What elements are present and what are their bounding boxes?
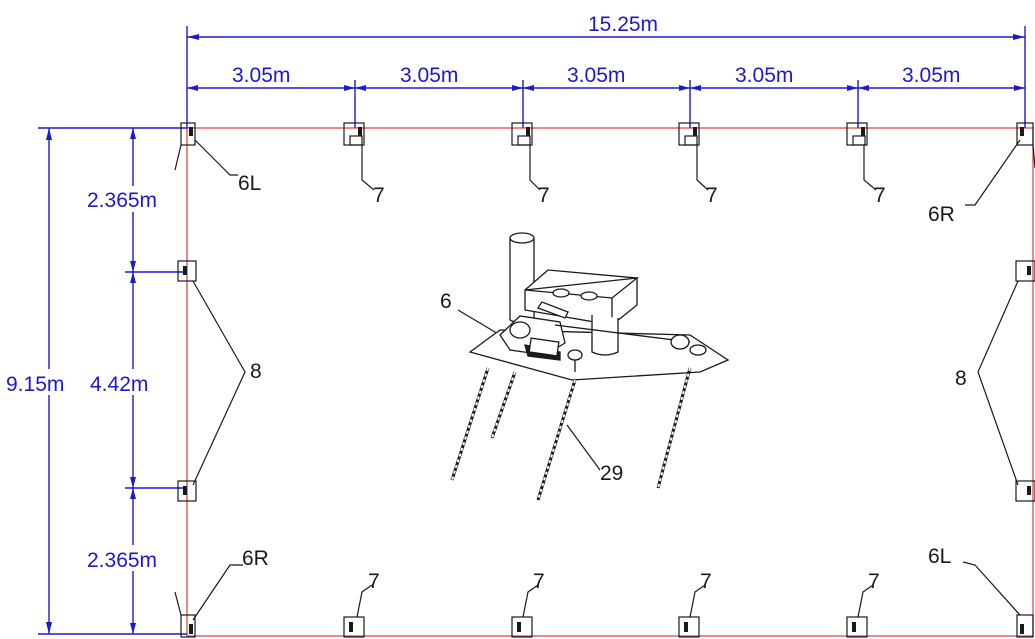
segment-width-label-2: 3.05m (400, 64, 458, 87)
segment-width-label-3: 3.05m (567, 64, 625, 87)
anchor-corner-bottom-left (174, 591, 196, 638)
anchor-bottom-3 (678, 616, 700, 638)
side-segment-label-top: 2.365m (87, 189, 157, 212)
total-height-label: 9.15m (6, 373, 64, 396)
shackle-2 (670, 334, 690, 350)
top-anchors (174, 122, 1035, 171)
total-width-label: 15.25m (588, 13, 658, 36)
callout-top-right: 6R (928, 203, 955, 226)
anchor-bottom-4 (846, 616, 868, 638)
field-outline (186, 127, 1034, 637)
segment-width-label-1: 3.05m (232, 64, 290, 87)
callout-ground-screw: 29 (600, 462, 623, 485)
callouts: 6L 7 7 7 7 6R 8 8 6R 7 7 7 7 6L (192, 139, 1021, 621)
callout-bottom-anchor-3: 7 (700, 570, 712, 593)
segment-width-label-5: 3.05m (902, 64, 960, 87)
anchor-top-1 (343, 122, 365, 146)
anchor-corner-top-right (1016, 122, 1035, 169)
bottom-anchors (174, 591, 1034, 638)
shackle-1 (567, 349, 583, 361)
callout-bottom-anchor-1: 7 (368, 570, 380, 593)
segment-width-label-4: 3.05m (735, 64, 793, 87)
side-segment-label-middle: 4.42m (90, 373, 148, 396)
ratchet (499, 301, 569, 361)
callout-bottom-left: 6R (242, 547, 269, 570)
anchor-assembly-illustration (450, 232, 730, 501)
beam-hole-1 (552, 288, 570, 298)
side-anchors (177, 260, 1035, 502)
side-segment-label-bottom: 2.365m (87, 549, 157, 572)
anchor-left-lower (177, 480, 197, 502)
top-dimensions: 15.25m 3.05m 3.05m 3.05m 3.05m 3.05m (186, 13, 1026, 128)
anchor-right-upper (1015, 260, 1035, 282)
anchor-top-2 (511, 122, 533, 146)
ground-screws (450, 367, 692, 501)
shackle-3 (689, 344, 707, 356)
anchor-left-upper (177, 260, 197, 282)
callout-ratchet: 6 (440, 290, 452, 313)
anchor-top-3 (678, 122, 700, 146)
callout-left-side: 8 (250, 360, 262, 383)
side-dimensions: 2.365m 9.15m 4.42m 2.365m (2, 127, 187, 635)
anchor-corner-bottom-right (1016, 614, 1034, 638)
callout-top-anchor-2: 7 (538, 184, 550, 207)
anchor-corner-top-left (174, 122, 196, 171)
callout-right-side: 8 (955, 367, 967, 390)
callout-top-left: 6L (238, 172, 261, 195)
callout-bottom-anchor-4: 7 (868, 570, 880, 593)
post-cap (509, 232, 535, 244)
anchor-bottom-1 (343, 616, 365, 638)
callout-top-anchor-4: 7 (874, 184, 886, 207)
callout-top-anchor-1: 7 (373, 184, 385, 207)
callout-bottom-anchor-2: 7 (533, 570, 545, 593)
beam-hole-2 (580, 291, 598, 301)
anchor-top-4 (846, 122, 868, 146)
callout-bottom-right: 6L (928, 545, 951, 568)
anchor-bottom-2 (511, 616, 533, 638)
callout-top-anchor-3: 7 (706, 184, 718, 207)
anchor-right-lower (1015, 480, 1035, 502)
